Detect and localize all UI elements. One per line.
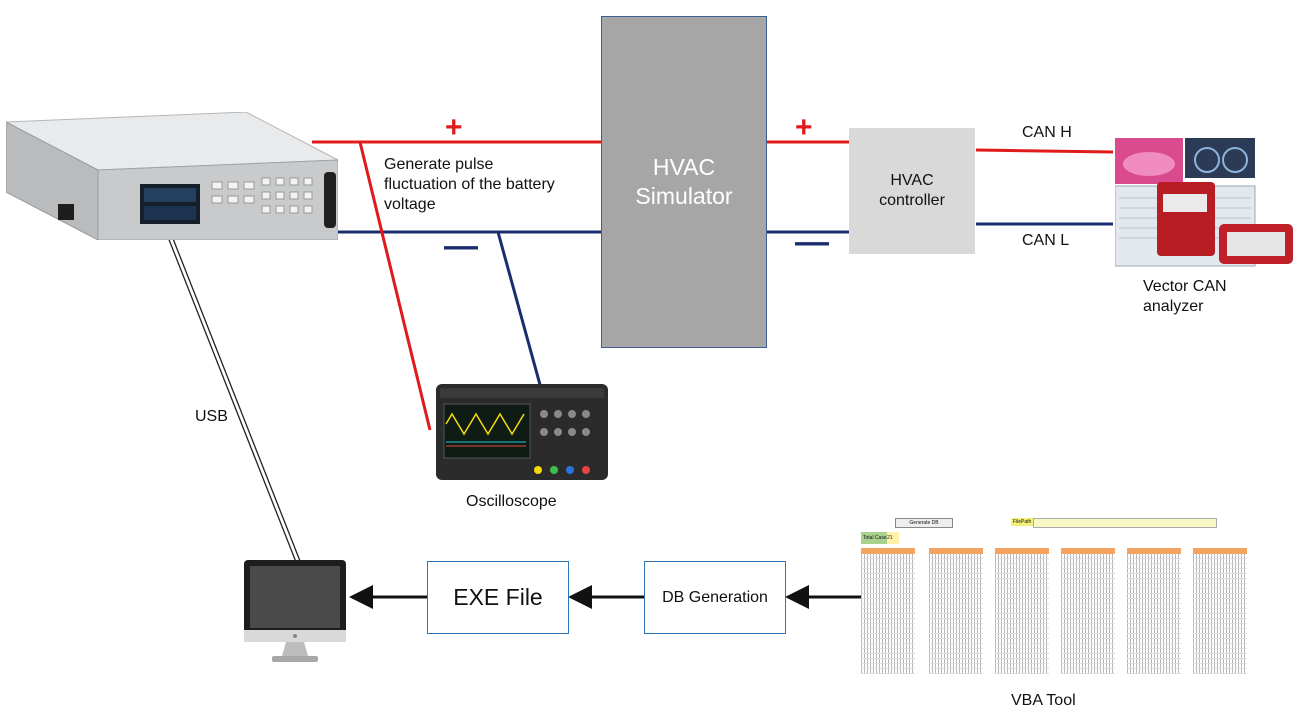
- pulse-note-line1: Generate pulse: [384, 156, 494, 173]
- can-high-label: CAN H: [1022, 124, 1072, 141]
- can-low-label: CAN L: [1022, 232, 1070, 249]
- hvac-simulator-box: HVAC Simulator: [601, 16, 767, 348]
- sheet-column: [861, 548, 915, 674]
- pulse-note-line2: fluctuation of the battery: [384, 176, 555, 193]
- hvac-simulator-label-line1: HVAC: [652, 154, 716, 180]
- generate-db-button: Generate DB: [895, 518, 953, 528]
- can-high-wire: [975, 148, 1114, 154]
- hvac-controller-label-line1: HVAC: [890, 172, 934, 189]
- total-case-label: Total Case: [861, 532, 887, 544]
- scope-probe-negative: [496, 231, 544, 393]
- file-path-field: [1033, 518, 1217, 528]
- sheet-column: [1193, 548, 1247, 674]
- vector-label-line1: Vector CAN: [1143, 278, 1227, 295]
- exe-file-box: EXE File: [427, 561, 569, 634]
- pulse-note-line3: voltage: [384, 196, 436, 213]
- dc-power-supply-image: [6, 112, 338, 240]
- db-generation-box: DB Generation: [644, 561, 786, 634]
- vba-tool-label: VBA Tool: [1011, 692, 1076, 709]
- pulse-fluctuation-note: Generate pulse fluctuation of the batter…: [384, 155, 555, 215]
- hvac-controller-label-line2: controller: [879, 192, 945, 209]
- db-generation-label: DB Generation: [662, 588, 768, 606]
- vector-can-analyzer-label: Vector CAN analyzer: [1143, 277, 1227, 317]
- sheet-column: [995, 548, 1049, 674]
- usb-cable-b: [169, 230, 301, 562]
- pc-monitor-icon: [244, 560, 346, 662]
- usb-label: USB: [195, 408, 228, 425]
- positive-sign-left: +: [445, 111, 463, 144]
- sheet-column: [1061, 548, 1115, 674]
- negative-sign-right: —: [795, 223, 829, 261]
- hvac-controller-box: HVAC controller: [849, 128, 975, 254]
- positive-sign-right: +: [795, 111, 813, 144]
- scope-probe-positive: [358, 141, 432, 431]
- exe-file-label: EXE File: [453, 584, 543, 610]
- usb-cable-a: [165, 231, 297, 563]
- vector-label-line2: analyzer: [1143, 298, 1204, 315]
- negative-sign-left: —: [444, 227, 478, 265]
- hvac-simulator-label-line2: Simulator: [635, 183, 733, 209]
- sheet-column: [1127, 548, 1181, 674]
- oscilloscope-label: Oscilloscope: [466, 493, 557, 510]
- file-path-label: FilePath: [1011, 518, 1033, 526]
- vector-can-analyzer-image: [1115, 138, 1293, 267]
- oscilloscope-image: [436, 384, 608, 480]
- vba-tool-spreadsheet: Generate DB FilePath Total Case 21: [861, 516, 1249, 678]
- total-case-value: 21: [887, 532, 899, 544]
- sheet-column: [929, 548, 983, 674]
